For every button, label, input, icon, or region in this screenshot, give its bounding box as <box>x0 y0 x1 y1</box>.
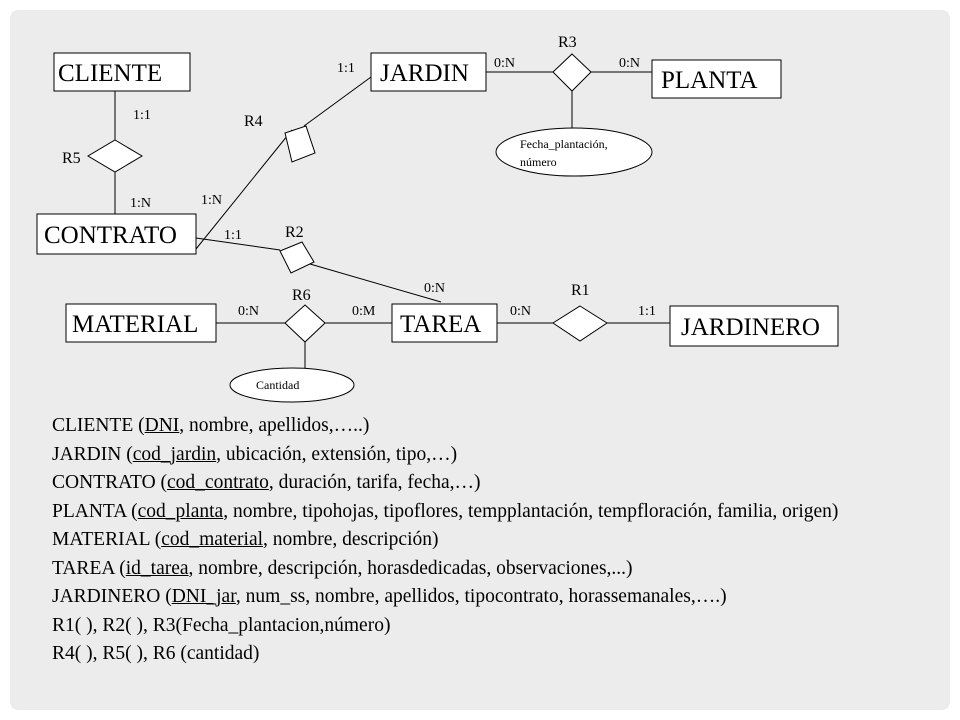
entity-jardin: JARDIN <box>370 52 487 92</box>
card-r6-tarea: 0:M <box>352 304 376 319</box>
entity-material: MATERIAL <box>65 303 217 343</box>
card-r4-jardin: 1:1 <box>337 61 355 76</box>
svg-text:JARDIN: JARDIN <box>380 60 469 87</box>
label-r5: R5 <box>62 150 81 167</box>
attribute-r3-line2: número <box>520 155 557 169</box>
card-r2-contrato: 1:1 <box>224 228 242 243</box>
primary-key: cod_planta <box>137 500 224 522</box>
card-r2-tarea: 0:N <box>424 281 445 296</box>
card-r3-jardin: 0:N <box>494 56 515 71</box>
primary-key: id_tarea <box>125 557 189 579</box>
entity-jardinero: JARDINERO <box>669 305 839 347</box>
line-r4-jardin <box>303 76 372 127</box>
schema-material: MATERIAL (cod_material, nombre, descripc… <box>52 529 439 550</box>
primary-key: cod_contrato <box>167 472 269 493</box>
attribute-r3-ellipse <box>495 127 653 177</box>
card-r1-tarea: 0:N <box>510 304 531 319</box>
primary-key: cod_material <box>161 529 264 550</box>
svg-text:JARDINERO: JARDINERO <box>681 314 820 341</box>
schema-planta: PLANTA (cod_planta, nombre, tipohojas, t… <box>52 500 839 522</box>
schema-jardinero: JARDINERO (DNI_jar, num_ss, nombre, apel… <box>52 586 727 607</box>
svg-text:PLANTA: PLANTA <box>661 67 758 94</box>
schema-tarea: TAREA (id_tarea, nombre, descripción, ho… <box>52 557 633 579</box>
attribute-r3-line1: Fecha_plantación, <box>520 137 608 151</box>
line-contrato-r4 <box>195 129 293 250</box>
relationship-r4-diamond <box>284 125 316 163</box>
svg-text:CONTRATO: CONTRATO <box>44 222 177 249</box>
card-r5-contrato: 1:N <box>130 196 151 211</box>
card-r5-cliente: 1:1 <box>133 108 151 123</box>
line-contrato-r2 <box>195 237 281 251</box>
relations-line-1: R1( ), R2( ), R3(Fecha_plantacion,número… <box>52 614 391 636</box>
label-r3: R3 <box>558 34 577 51</box>
primary-key: cod_jardin <box>132 443 217 465</box>
line-r2-tarea <box>309 263 442 303</box>
relational-schema: CLIENTE (DNI, nombre, apellidos,…..) JAR… <box>52 412 932 669</box>
attribute-r6-ellipse <box>229 367 355 403</box>
card-r4-contrato: 1:N <box>201 193 222 208</box>
schema-cliente: CLIENTE (DNI, nombre, apellidos,…..) <box>52 415 370 436</box>
relationship-r1-diamond <box>552 305 608 342</box>
card-r6-material: 0:N <box>238 304 259 319</box>
entity-contrato: CONTRATO <box>36 213 197 255</box>
relationship-r5-diamond <box>87 139 143 173</box>
relationship-r6-diamond <box>284 304 326 343</box>
entity-planta: PLANTA <box>651 59 782 99</box>
card-r3-planta: 0:N <box>619 56 640 71</box>
primary-key: DNI <box>144 415 180 436</box>
label-r1: R1 <box>571 282 590 299</box>
card-r1-jardinero: 1:1 <box>638 304 656 319</box>
schema-jardin: JARDIN (cod_jardin, ubicación, extensión… <box>52 443 458 465</box>
relationship-r2-diamond <box>279 241 315 274</box>
svg-text:TAREA: TAREA <box>400 311 481 338</box>
svg-text:MATERIAL: MATERIAL <box>72 311 198 338</box>
attribute-r6: Cantidad <box>256 378 299 392</box>
slide-background <box>10 10 950 710</box>
label-r4: R4 <box>244 113 263 130</box>
svg-text:CLIENTE: CLIENTE <box>58 60 162 87</box>
entity-tarea: TAREA <box>391 303 498 343</box>
primary-key: DNI_jar <box>171 586 236 607</box>
relations-line-2: R4( ), R5( ), R6 (cantidad) <box>52 643 260 664</box>
entity-cliente: CLIENTE <box>53 52 191 92</box>
label-r6: R6 <box>292 287 311 304</box>
schema-contrato: CONTRATO (cod_contrato, duración, tarifa… <box>52 472 481 493</box>
label-r2: R2 <box>285 224 304 241</box>
relationship-r3-diamond <box>552 53 592 92</box>
